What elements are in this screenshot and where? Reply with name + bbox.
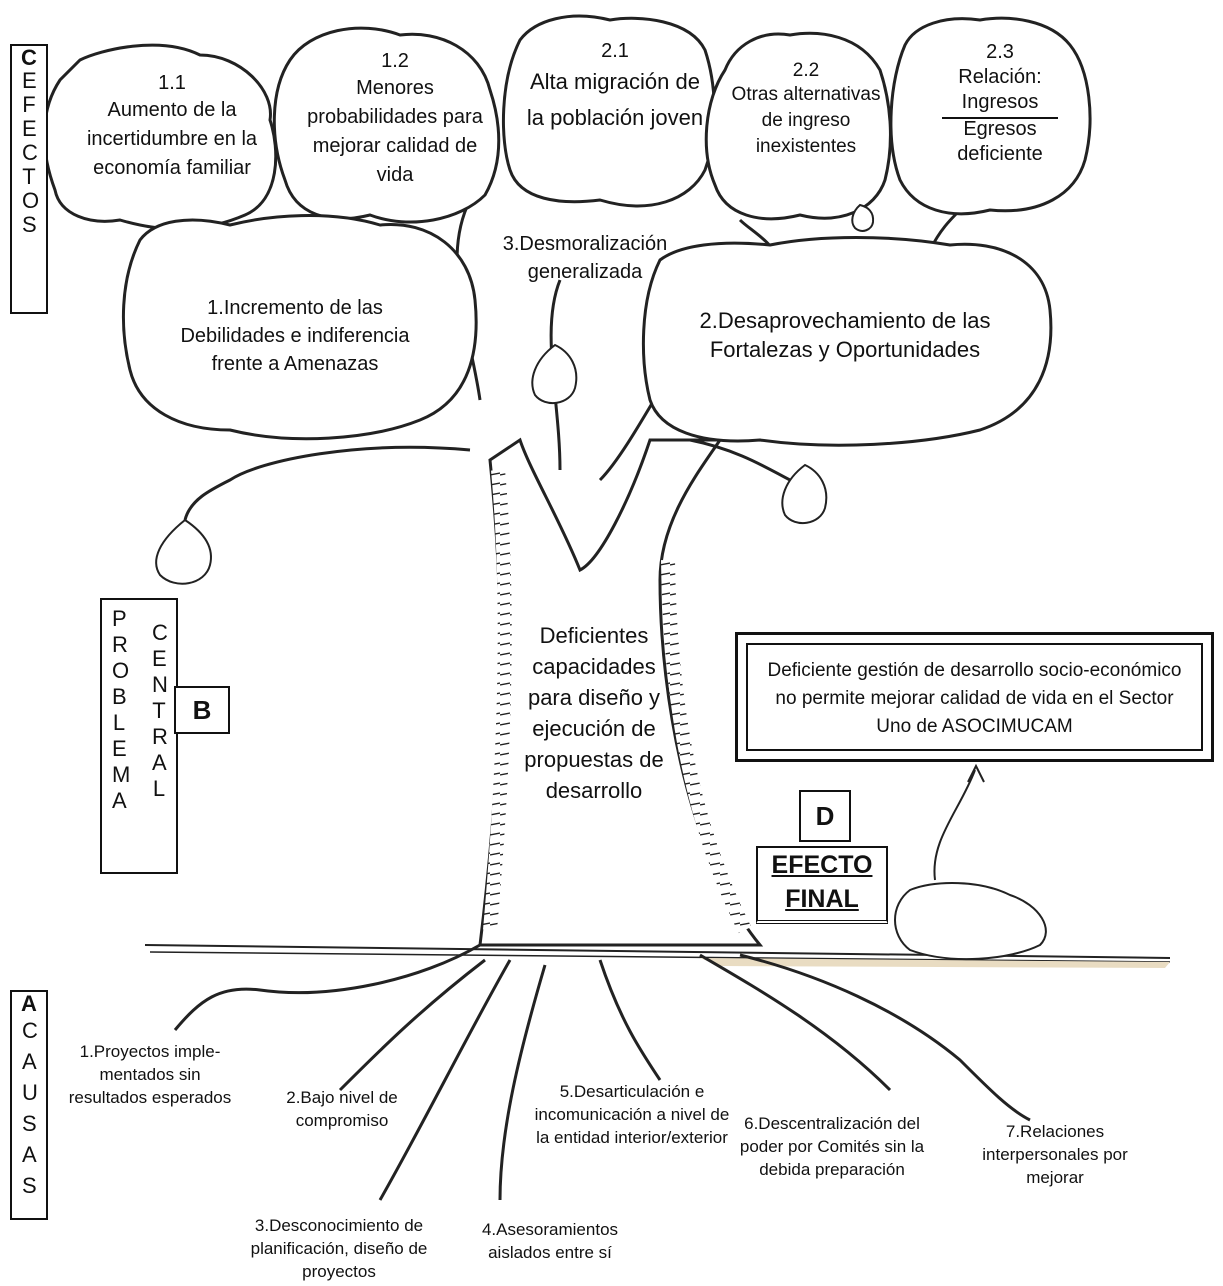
cause-5: 5.Desarticulación e incomunicación a niv… <box>532 1080 732 1149</box>
cause-3: 3.Desconocimiento de planificación, dise… <box>244 1214 434 1283</box>
cause-6: 6.Descentralización del poder por Comité… <box>736 1112 928 1181</box>
central-word: CENTRAL <box>152 620 166 802</box>
cause-4: 4.Asesoramientos aislados entre sí <box>460 1218 640 1264</box>
effect-1-1-num: 1.1 <box>72 72 272 96</box>
cause-1: 1.Proyectos imple-mentados sin resultado… <box>60 1040 240 1109</box>
efecto-line2: FINAL <box>785 885 859 913</box>
effect-1-1-text: Aumento de la incertidumbre en la econom… <box>72 96 272 183</box>
efectos-label: C EFECTOS <box>10 44 48 314</box>
causas-word: CAUSAS <box>22 1015 36 1201</box>
final-effect-inner: Deficiente gestión de desarrollo socio-e… <box>746 643 1203 751</box>
effect-2-1-num: 2.1 <box>520 40 710 64</box>
effect-1-1: 1.1 Aumento de la incertidumbre en la ec… <box>72 72 272 183</box>
final-effect-box: Deficiente gestión de desarrollo socio-e… <box>735 632 1214 762</box>
effect-2-1: 2.1 Alta migración de la población joven <box>520 40 710 136</box>
effect-2-2-text: Otras alternativas de ingreso inexistent… <box>724 82 888 160</box>
effect-2-3-text-top: Relación: <box>930 65 1070 90</box>
effect-1-2: 1.2 Menores probabilidades para mejorar … <box>300 50 490 190</box>
efecto-line1: EFECTO <box>772 851 873 879</box>
effect-2-1-text: Alta migración de la población joven <box>520 64 710 136</box>
effect-2-2-num: 2.2 <box>724 60 888 82</box>
effect-2-3: 2.3 Relación: Ingresos Egresos deficient… <box>930 40 1070 167</box>
cause-7: 7.Relaciones interpersonales por mejorar <box>980 1120 1130 1189</box>
final-effect-arrow <box>934 766 984 880</box>
problema-word: PROBLEMA <box>112 606 126 814</box>
effect-2-3-text-bottom: deficiente <box>930 142 1070 167</box>
final-effect-text: Deficiente gestión de desarrollo socio-e… <box>756 657 1193 741</box>
effect-2-3-num: 2.3 <box>930 40 1070 65</box>
efecto-final-label: EFECTO FINAL <box>756 846 888 924</box>
effect-2-2: 2.2 Otras alternativas de ingreso inexis… <box>724 60 888 160</box>
problema-letter: B <box>174 686 230 734</box>
efectos-word: EFECTOS <box>22 69 36 237</box>
cause-2: 2.Bajo nivel de compromiso <box>262 1086 422 1132</box>
efectos-letter: C <box>12 46 46 69</box>
effect-1-2-num: 1.2 <box>300 50 490 74</box>
causas-letter: A <box>12 992 46 1015</box>
effect-3: 3.Desmoralización generalizada <box>470 230 700 286</box>
effect-1-2-text: Menores probabilidades para mejorar cali… <box>300 74 490 190</box>
effect-2-3-numerator: Ingresos <box>930 90 1070 115</box>
effect-1: 1.Incremento de las Debilidades e indife… <box>180 294 410 378</box>
effect-2: 2.Desaprovechamiento de las Fortalezas y… <box>660 306 1030 364</box>
causas-label: A CAUSAS <box>10 990 48 1220</box>
central-problem: Deficientes capacidades para diseño y ej… <box>510 620 678 806</box>
problema-central-label: PROBLEMA CENTRAL <box>100 598 178 874</box>
effect-2-3-denominator: Egresos <box>930 117 1070 142</box>
efecto-final-letter: D <box>799 790 851 842</box>
